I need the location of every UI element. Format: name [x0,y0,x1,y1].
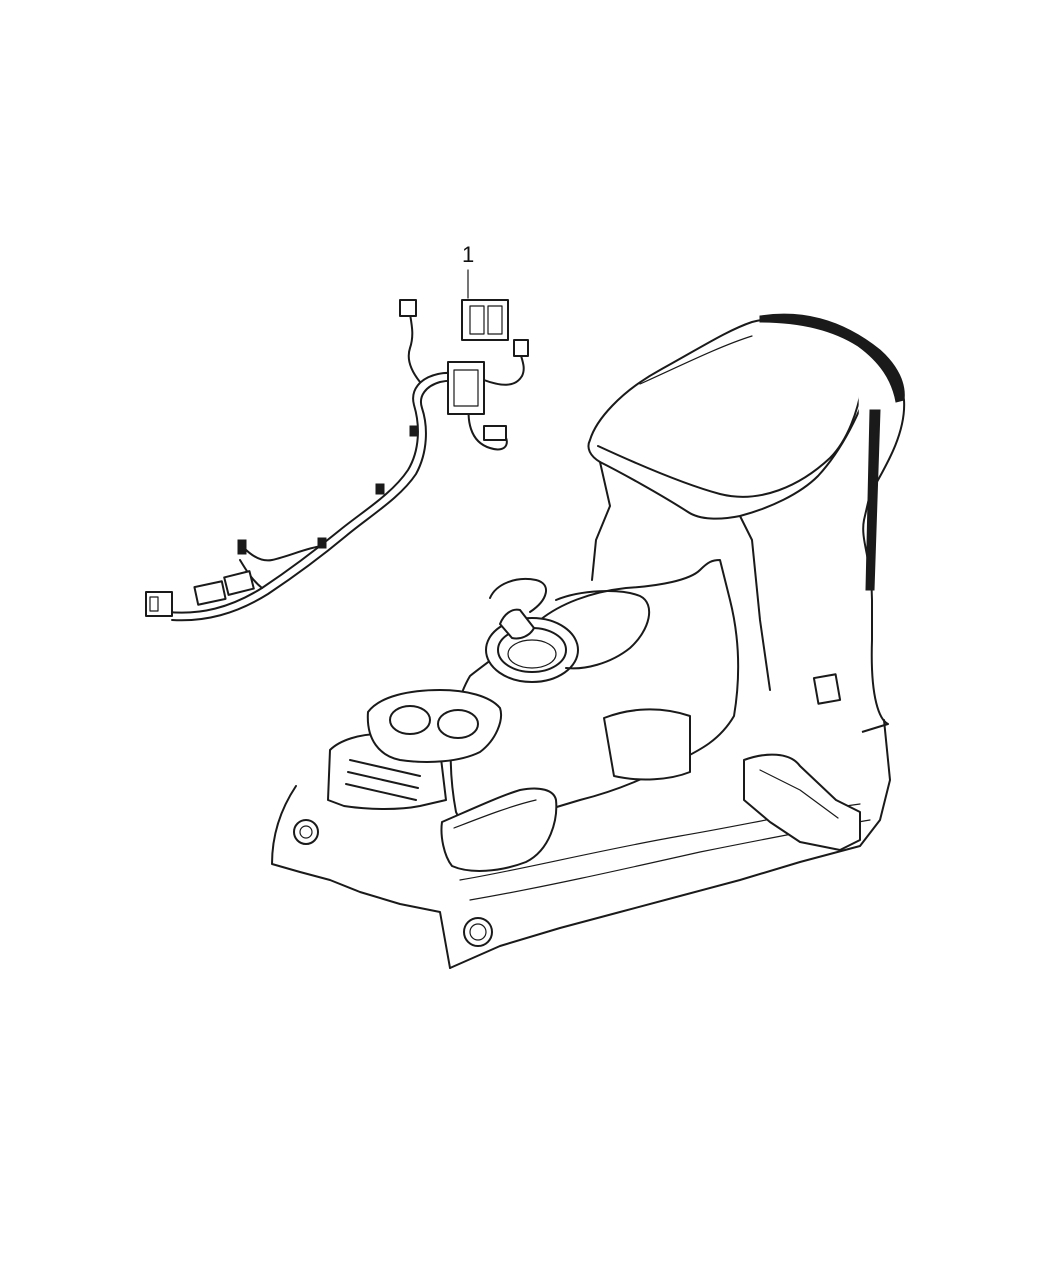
armrest-rear-trim [759,313,905,403]
connector-inline-1 [193,580,227,606]
side-storage-pocket [603,708,691,781]
console-body-front-edge [739,515,771,691]
console-lower-front [449,719,891,969]
harness-clip-3 [375,483,385,495]
harness-clip-4 [409,425,419,437]
callout-1[interactable]: 1 [462,242,474,299]
side-plug-lower-inner [469,923,487,941]
vent-slat-3 [345,783,417,801]
front-cupholder-left [389,705,431,735]
harness-branch-left [407,313,421,383]
side-plug-lower [463,917,493,947]
side-plug-left [293,819,319,845]
console-rear-trim [865,409,881,591]
side-plug-left-inner [299,825,313,839]
console-body-left-edge [591,461,611,581]
connector-end-left-detail [149,596,159,612]
shifter-boot [489,578,547,613]
console-lower-left [271,785,451,969]
connector-inline-2 [223,570,255,596]
console-tray-top [449,559,740,830]
harness-clip-2 [317,537,327,549]
harness-branch-right [483,351,525,386]
armrest-lid-seam [639,335,753,385]
harness-clip-1 [237,539,247,555]
wiring-harness[interactable] [145,299,529,622]
callout-1-label: 1 [462,242,474,267]
connector-loop [483,425,507,441]
front-cupholder-right [437,709,479,739]
harness-branch-lower [243,545,323,562]
storage-tray-inner [453,799,537,829]
vent-slat-1 [349,759,421,777]
armrest-lid-crease [597,385,863,498]
harness-trunk-edge [171,377,485,622]
connector-main-pins [469,305,485,335]
harness-trunk [167,369,481,614]
cupholder-base [507,639,557,669]
front-cupholders [366,689,502,763]
connector-top-left [399,299,417,317]
shifter-knob [499,608,535,640]
vent-slat-2 [347,771,419,789]
floor-bracket [743,753,861,851]
storage-bin-rim [555,590,650,670]
floor-bracket-detail [759,769,839,819]
connector-right [513,339,529,357]
floor-console [271,313,906,969]
connector-end-left [145,591,173,617]
armrest-lid [587,317,874,520]
connector-block-detail [453,369,479,407]
connector-main-pins-2 [487,305,503,335]
console-storage-tray [440,787,558,872]
console-side-badge [812,673,842,705]
